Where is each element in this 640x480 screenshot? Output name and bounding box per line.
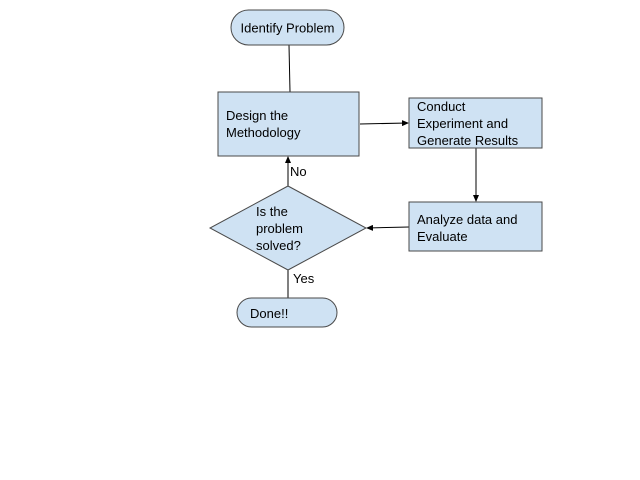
node-done-label: Done!! (250, 306, 288, 321)
node-conduct-experiment-label-line-1: Conduct (417, 99, 466, 114)
node-conduct-experiment: Conduct Experiment and Generate Results (408, 97, 543, 149)
node-design-methodology-label-line-1: Design the (226, 108, 288, 123)
node-decision-solved-shape (208, 185, 368, 271)
node-analyze-data-label-line-1: Analyze data and (417, 212, 517, 227)
edge-design-to-conduct (359, 120, 409, 127)
edge-label-yes: Yes (293, 271, 315, 286)
node-identify-problem-shape (230, 9, 345, 46)
node-design-methodology: Design the Methodology (217, 91, 360, 157)
node-analyze-data: Analyze data and Evaluate (408, 201, 543, 252)
node-identify-problem: Identify Problem (230, 9, 345, 46)
node-conduct-experiment-shape (408, 97, 543, 149)
node-analyze-data-label-line-2: Evaluate (417, 229, 468, 244)
node-done: Done!! (236, 297, 338, 328)
node-done-shape (236, 297, 338, 328)
node-conduct-experiment-label-line-3: Generate Results (417, 133, 519, 148)
edge-identify-to-design (288, 44, 291, 93)
node-design-methodology-label-line-2: Methodology (226, 125, 301, 140)
edge-analyze-to-decision (366, 224, 410, 231)
node-decision-solved: Is the problem solved? (208, 185, 368, 271)
edges: No Yes (285, 44, 479, 298)
edge-label-no: No (290, 164, 307, 179)
nodes: Identify Problem Design the Methodology … (208, 9, 543, 328)
node-analyze-data-shape (408, 201, 543, 252)
node-conduct-experiment-label-line-2: Experiment and (417, 116, 508, 131)
node-design-methodology-shape (217, 91, 360, 157)
node-decision-solved-label-line-3: solved? (256, 238, 301, 253)
node-decision-solved-label-line-2: problem (256, 221, 303, 236)
node-identify-problem-label: Identify Problem (241, 21, 335, 36)
node-decision-solved-label-line-1: Is the (256, 204, 288, 219)
